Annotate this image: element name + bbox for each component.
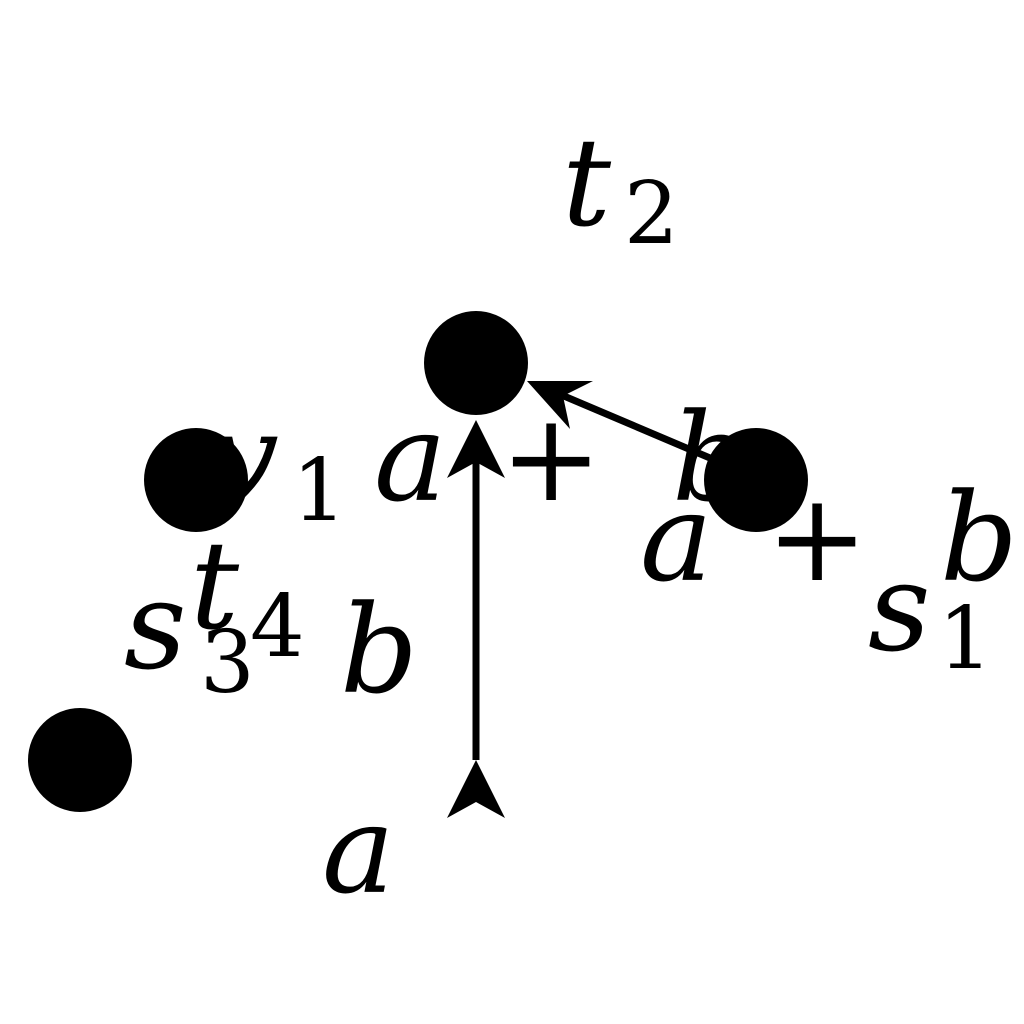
label-t2: t (562, 112, 612, 254)
label-v1: v (210, 387, 279, 529)
label-a-plus-b-2-plus: + (766, 467, 868, 609)
arrowhead-diagonal (527, 381, 593, 429)
label-a-plus-b-2-b: b (940, 467, 1018, 609)
node-right (704, 428, 808, 532)
arrowhead-up-top (447, 420, 505, 478)
edge-diagonal (543, 384, 712, 462)
node-center (424, 311, 528, 415)
label-s3-sub: 3 (200, 613, 255, 713)
arrowhead-up-bottom (447, 760, 505, 818)
label-a-plus-b-1-b: b (672, 387, 750, 529)
label-a-plus-b-1-a: a (374, 387, 447, 529)
label-b: b (340, 579, 418, 721)
label-a-plus-b-1-plus: + (500, 387, 602, 529)
label-s3: s (124, 555, 187, 697)
label-a-plus-b-2-a: a (640, 467, 713, 609)
label-a: a (322, 779, 395, 921)
label-v1-sub: 1 (292, 441, 347, 541)
label-s1: s (868, 537, 931, 679)
label-t2-sub: 2 (624, 164, 679, 264)
label-s1-sub: 1 (938, 589, 993, 689)
node-left (144, 428, 248, 532)
label-t4-sub: 4 (250, 577, 305, 677)
node-bottom-left (28, 708, 132, 812)
label-t4: t (190, 515, 240, 657)
